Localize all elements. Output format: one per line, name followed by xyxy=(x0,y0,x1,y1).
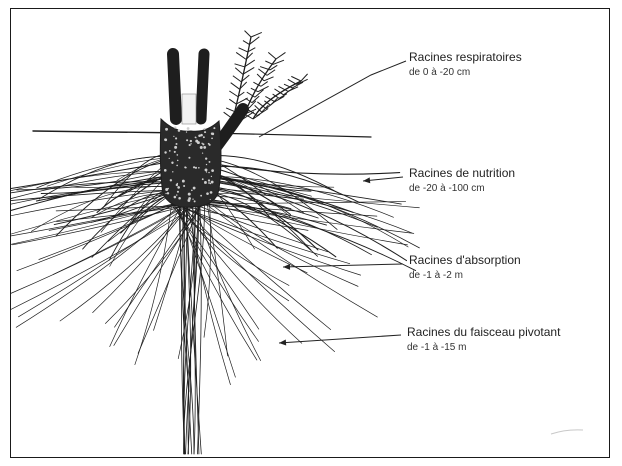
label-title: Racines du faisceau pivotant xyxy=(407,326,560,340)
label-range: de 0 à -20 cm xyxy=(409,67,522,79)
label-range: de -1 à -15 m xyxy=(407,342,560,354)
label-taproot-bundle: Racines du faisceau pivotant de -1 à -15… xyxy=(407,326,560,353)
label-title: Racines d'absorption xyxy=(409,254,521,268)
label-range: de -20 à -100 cm xyxy=(409,183,515,195)
label-range: de -1 à -2 m xyxy=(409,270,521,282)
label-nutrition-roots: Racines de nutrition de -20 à -100 cm xyxy=(409,167,515,194)
label-title: Racines de nutrition xyxy=(409,167,515,181)
label-title: Racines respiratoires xyxy=(409,51,522,65)
diagram-frame: Racines respiratoires de 0 à -20 cm Raci… xyxy=(10,8,610,458)
label-respiratory-roots: Racines respiratoires de 0 à -20 cm xyxy=(409,51,522,78)
label-absorption-roots: Racines d'absorption de -1 à -2 m xyxy=(409,254,521,281)
